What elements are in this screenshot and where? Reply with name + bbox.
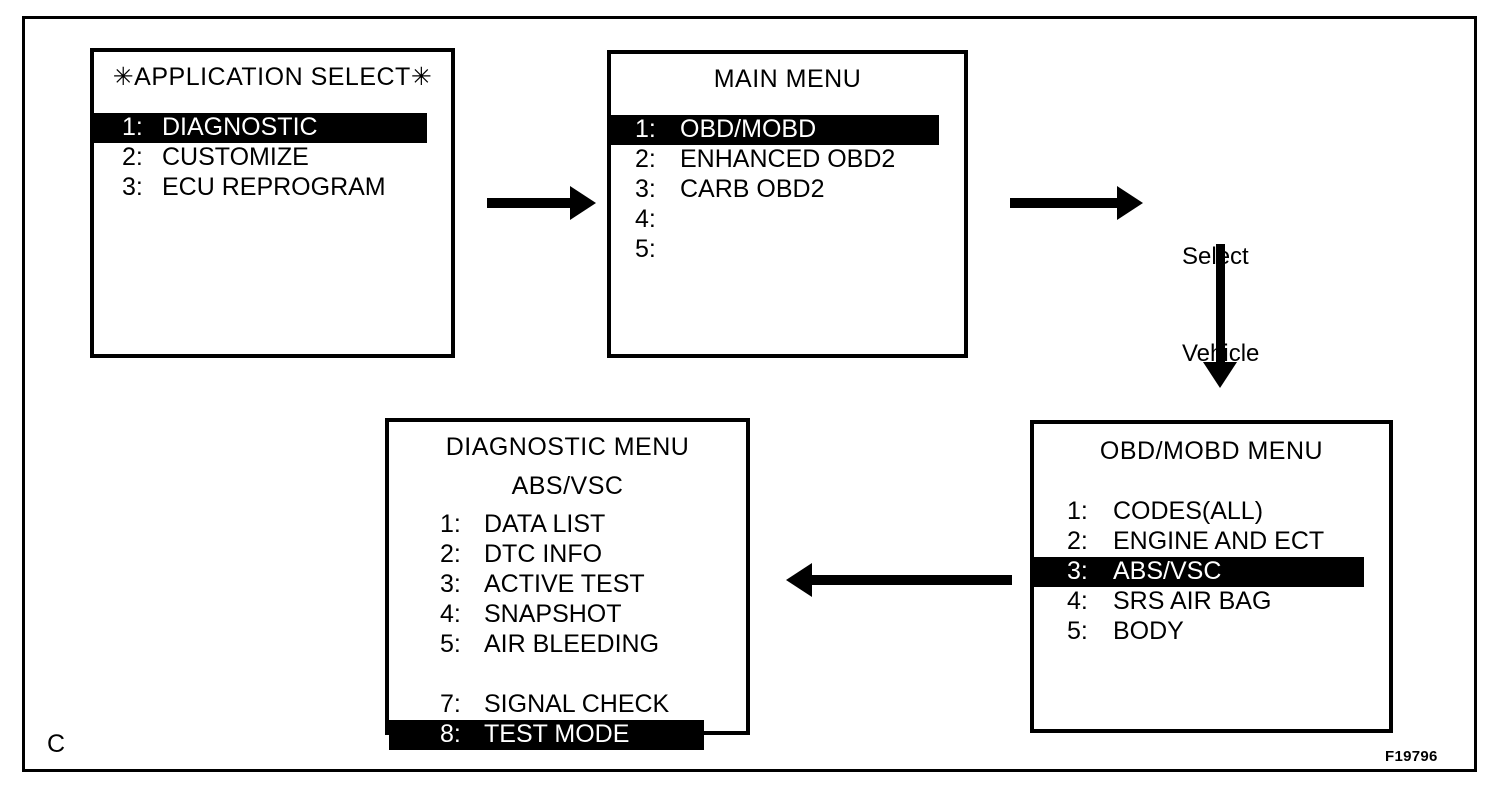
figure-reference-code: F19796: [1385, 748, 1438, 765]
menu-item[interactable]: 5: BODY: [1034, 617, 1389, 647]
menu-list-obd-mobd-menu: 1: CODES(ALL) 2: ENGINE AND ECT 3: ABS/V…: [1034, 497, 1389, 647]
menu-list-diagnostic-menu: 1: DATA LIST 2: DTC INFO 3: ACTIVE TEST …: [389, 510, 746, 750]
menu-item-number: 1:: [440, 510, 461, 538]
screen-panel-diagnostic-menu: DIAGNOSTIC MENU ABS/VSC 1: DATA LIST 2: …: [385, 418, 750, 750]
menu-item-number: 1:: [1067, 497, 1088, 525]
menu-item[interactable]: 2: ENHANCED OBD2: [611, 145, 964, 175]
menu-item-label: BODY: [1113, 617, 1184, 645]
menu-item-label: SRS AIR BAG: [1113, 587, 1272, 615]
menu-item-number: 8:: [440, 720, 461, 748]
flow-arrow-3-head-icon: [1203, 362, 1237, 388]
screen-panel-application-select: ✳APPLICATION SELECT✳ 1: DIAGNOSTIC 2: CU…: [90, 48, 455, 358]
menu-item-number: 3:: [1067, 557, 1088, 585]
menu-item-number: 3:: [440, 570, 461, 598]
menu-item-selected[interactable]: 1: OBD/MOBD: [611, 115, 939, 145]
menu-item-number: 4:: [1067, 587, 1088, 615]
panel-title-diagnostic-menu: DIAGNOSTIC MENU: [445, 433, 690, 461]
flow-arrow-4-head-icon: [786, 563, 812, 597]
menu-item[interactable]: 4: SNAPSHOT: [389, 600, 746, 630]
panel-title-application-select: ✳APPLICATION SELECT✳: [112, 63, 433, 91]
screen-panel-obd-mobd-menu: OBD/MOBD MENU 1: CODES(ALL) 2: ENGINE AN…: [1030, 420, 1393, 733]
menu-list-application-select: 1: DIAGNOSTIC 2: CUSTOMIZE 3: ECU REPROG…: [94, 113, 451, 203]
menu-item[interactable]: 2: ENGINE AND ECT: [1034, 527, 1389, 557]
menu-item-number: 3:: [635, 175, 656, 203]
menu-item[interactable]: 3: ACTIVE TEST: [389, 570, 746, 600]
flow-label-line-1: Select: [1182, 241, 1259, 273]
menu-item-number: 5:: [440, 630, 461, 658]
flow-arrow-1-head-icon: [570, 186, 596, 220]
flow-arrow-3-shaft: [1216, 244, 1225, 366]
panel-subtitle-diagnostic-menu: ABS/VSC: [511, 472, 624, 500]
menu-item-number: 4:: [635, 205, 656, 233]
menu-item[interactable]: 3: ECU REPROGRAM: [94, 173, 451, 203]
menu-item-number: 2:: [440, 540, 461, 568]
screen-panel-main-menu: MAIN MENU 1: OBD/MOBD 2: ENHANCED OBD2 3…: [607, 50, 968, 358]
menu-item-number: 2:: [122, 143, 143, 171]
menu-item-blank: [389, 660, 746, 690]
menu-item-number: 2:: [1067, 527, 1088, 555]
menu-item-label: CODES(ALL): [1113, 497, 1264, 525]
menu-item-selected[interactable]: 8: TEST MODE: [389, 720, 704, 750]
menu-item-label: ECU REPROGRAM: [162, 173, 386, 201]
menu-item-label: AIR BLEEDING: [484, 630, 660, 658]
menu-item[interactable]: 5:: [611, 235, 964, 265]
menu-item-label: OBD/MOBD: [680, 115, 817, 143]
menu-item-selected[interactable]: 3: ABS/VSC: [1034, 557, 1364, 587]
menu-item[interactable]: 2: CUSTOMIZE: [94, 143, 451, 173]
menu-item[interactable]: 4: SRS AIR BAG: [1034, 587, 1389, 617]
menu-item[interactable]: 2: DTC INFO: [389, 540, 746, 570]
menu-list-main-menu: 1: OBD/MOBD 2: ENHANCED OBD2 3: CARB OBD…: [611, 115, 964, 265]
menu-item-number: 4:: [440, 600, 461, 628]
menu-item-label: DTC INFO: [484, 540, 603, 568]
menu-item-selected[interactable]: 1: DIAGNOSTIC: [94, 113, 427, 143]
menu-item-label: ABS/VSC: [1113, 557, 1222, 585]
panel-title-main-menu: MAIN MENU: [713, 65, 862, 93]
flow-arrow-2-head-icon: [1117, 186, 1143, 220]
menu-item-label: SIGNAL CHECK: [484, 690, 670, 718]
menu-item-number: 1:: [635, 115, 656, 143]
menu-item-label: CARB OBD2: [680, 175, 825, 203]
menu-item-number: 1:: [122, 113, 143, 141]
menu-item-label: CUSTOMIZE: [162, 143, 309, 171]
menu-item-number: 5:: [635, 235, 656, 263]
menu-item-label: DATA LIST: [484, 510, 606, 538]
menu-item-label: ACTIVE TEST: [484, 570, 645, 598]
flow-arrow-1-shaft: [487, 198, 577, 208]
figure-border: [22, 16, 1477, 772]
figure-corner-letter: C: [47, 730, 66, 758]
menu-item[interactable]: 4:: [611, 205, 964, 235]
menu-item[interactable]: 5: AIR BLEEDING: [389, 630, 746, 660]
menu-item-number: 3:: [122, 173, 143, 201]
menu-item[interactable]: 1: DATA LIST: [389, 510, 746, 540]
menu-item-label: ENHANCED OBD2: [680, 145, 896, 173]
menu-item-number: 5:: [1067, 617, 1088, 645]
menu-item-label: DIAGNOSTIC: [162, 113, 318, 141]
menu-item[interactable]: 1: CODES(ALL): [1034, 497, 1389, 527]
menu-item-number: 7:: [440, 690, 461, 718]
panel-title-obd-mobd-menu: OBD/MOBD MENU: [1099, 437, 1324, 465]
menu-item-label: ENGINE AND ECT: [1113, 527, 1325, 555]
menu-item-label: TEST MODE: [484, 720, 630, 748]
flow-arrow-4-shaft: [805, 575, 1012, 585]
menu-item[interactable]: 3: CARB OBD2: [611, 175, 964, 205]
flow-arrow-2-shaft: [1010, 198, 1120, 208]
menu-item-label: SNAPSHOT: [484, 600, 622, 628]
menu-item[interactable]: 7: SIGNAL CHECK: [389, 690, 746, 720]
menu-item-number: 2:: [635, 145, 656, 173]
